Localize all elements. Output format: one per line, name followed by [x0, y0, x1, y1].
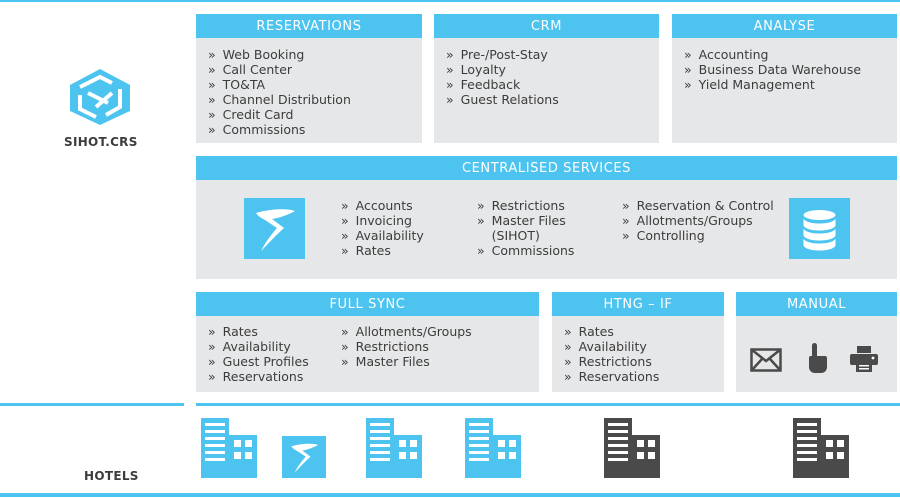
crm-title: CRM — [434, 14, 659, 38]
building-icon-blue — [201, 418, 257, 478]
list-item: Rates — [564, 324, 659, 339]
list-item: Rates — [208, 324, 309, 339]
database-icon — [789, 198, 850, 259]
manual-title: MANUAL — [736, 292, 897, 316]
list-item: Credit Card — [208, 107, 351, 122]
printer-icon — [849, 345, 879, 373]
full-sync-col1: RatesAvailabilityGuest ProfilesReservati… — [208, 324, 309, 384]
list-item: Loyalty — [446, 62, 559, 77]
htng-list: RatesAvailabilityRestrictionsReservation… — [564, 324, 660, 384]
list-item: Master Files — [341, 354, 472, 369]
list-item: Restrictions — [341, 339, 472, 354]
sihot-crs-cube-logo-icon — [66, 67, 134, 127]
list-item: Channel Distribution — [208, 92, 351, 107]
list-item: Web Booking — [208, 47, 351, 62]
list-item: Rates — [341, 243, 424, 258]
centralised-col3: Reservation & ControlAllotments/GroupsCo… — [622, 198, 774, 243]
list-item: Reservations — [564, 369, 660, 384]
list-item: Guest Relations — [446, 92, 559, 107]
list-item: Accounting — [684, 47, 861, 62]
htng-panel: HTNG – IF RatesAvailabilityRestrictionsR… — [552, 292, 724, 392]
sihot-logo-icon — [244, 198, 305, 259]
reservations-list: Web BookingCall CenterTO&TAChannel Distr… — [208, 47, 351, 137]
htng-title: HTNG – IF — [552, 292, 724, 316]
list-item: TO&TA — [208, 77, 351, 92]
list-item: Commissions — [477, 243, 575, 258]
list-item: Availability — [208, 339, 309, 354]
brand-name: SIHOT.CRS — [64, 135, 138, 149]
list-item: Availability — [341, 228, 424, 243]
list-item: Commissions — [208, 122, 351, 137]
centralised-col2: RestrictionsMaster Files(SIHOT)Commissio… — [477, 198, 575, 258]
list-item: Restrictions — [477, 198, 574, 213]
top-divider — [0, 0, 900, 2]
reservations-panel: RESERVATIONS Web BookingCall CenterTO&TA… — [196, 14, 422, 143]
analyse-panel: ANALYSE AccountingBusiness Data Warehous… — [672, 14, 897, 143]
reservations-title: RESERVATIONS — [196, 14, 422, 38]
analyse-list: AccountingBusiness Data WarehouseYield M… — [684, 47, 861, 92]
list-item: Allotments/Groups — [341, 324, 472, 339]
list-item: Restrictions — [564, 354, 659, 369]
list-item: (SIHOT) — [491, 228, 540, 243]
building-icon-blue — [366, 418, 422, 478]
full-sync-col2: Allotments/GroupsRestrictionsMaster File… — [341, 324, 472, 369]
list-item: Yield Management — [684, 77, 861, 92]
pointing-hand-icon — [806, 342, 828, 374]
hotels-label: HOTELS — [84, 469, 139, 483]
list-item: Allotments/Groups — [622, 213, 774, 228]
list-item: Reservation & Control — [622, 198, 774, 213]
list-item: Availability — [564, 339, 659, 354]
envelope-icon — [750, 348, 782, 372]
centralised-services-panel: CENTRALISED SERVICES AccountsInvoicingAv… — [196, 156, 897, 279]
list-item: Accounts — [341, 198, 424, 213]
centralised-col1: AccountsInvoicingAvailabilityRates — [341, 198, 424, 258]
building-icon-dark — [793, 418, 849, 478]
building-icon-dark — [604, 418, 660, 478]
crm-panel: CRM Pre-/Post-StayLoyaltyFeedbackGuest R… — [434, 14, 659, 143]
centralised-services-title: CENTRALISED SERVICES — [196, 156, 897, 180]
list-item: Reservations — [208, 369, 309, 384]
building-icon-blue — [465, 418, 521, 478]
hotels-top-divider-left — [0, 403, 184, 406]
full-sync-panel: FULL SYNC RatesAvailabilityGuest Profile… — [196, 292, 539, 392]
list-item: Pre-/Post-Stay — [446, 47, 559, 62]
list-item: Call Center — [208, 62, 351, 77]
list-item: Invoicing — [341, 213, 424, 228]
list-item: Guest Profiles — [208, 354, 309, 369]
hotels-top-divider-right — [196, 403, 900, 406]
list-item: Controlling — [622, 228, 774, 243]
list-item: Feedback — [446, 77, 559, 92]
sihot-logo-icon — [282, 436, 326, 478]
list-item: Master Files — [477, 213, 574, 228]
bottom-divider — [0, 493, 900, 497]
full-sync-title: FULL SYNC — [196, 292, 539, 316]
crm-list: Pre-/Post-StayLoyaltyFeedbackGuest Relat… — [446, 47, 559, 107]
analyse-title: ANALYSE — [672, 14, 897, 38]
list-item: Business Data Warehouse — [684, 62, 861, 77]
manual-panel: MANUAL — [736, 292, 897, 392]
